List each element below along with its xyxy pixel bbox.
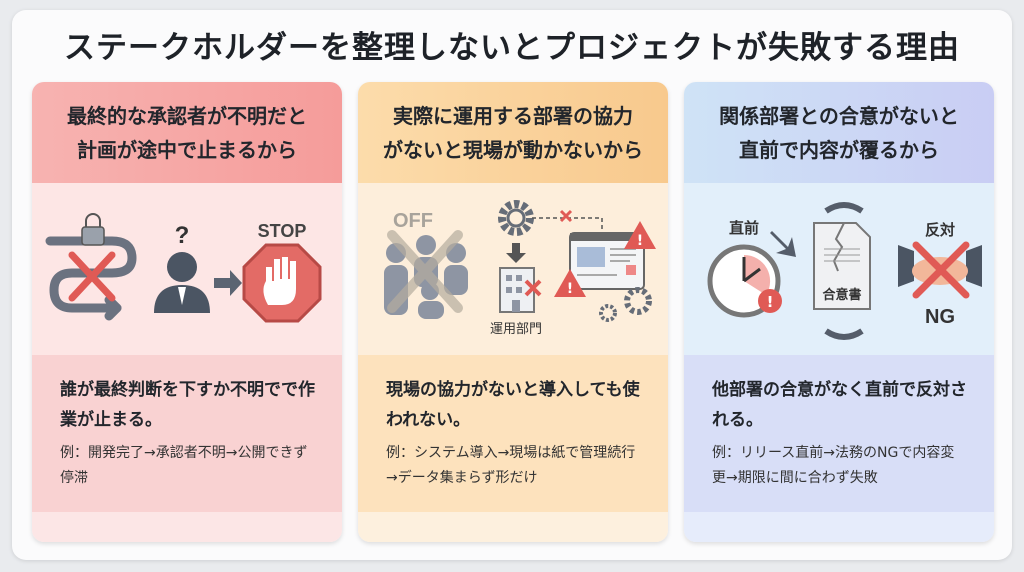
example-text: 例：開発完了→承認者不明→公開できず停滞 (60, 445, 308, 486)
svg-text:!: ! (767, 293, 774, 311)
main-point: 他部署の合意がなく直前で反対される。 (712, 380, 967, 430)
gear-icon (498, 200, 534, 236)
alert-icon: ! (758, 289, 782, 313)
lock-icon (81, 226, 105, 246)
card-text: 誰が最終判断を下すか不明でで作業が止まる。 例：開発完了→承認者不明→公開できず… (32, 355, 342, 512)
arrow-icon (214, 270, 242, 296)
down-arrow-icon (506, 243, 526, 263)
torn-document-icon (813, 222, 871, 310)
main-point: 現場の協力がないと導入しても使われない。 (386, 380, 640, 430)
agreement-label: 合意書 (822, 287, 861, 303)
handshake-icon (898, 245, 982, 287)
illustration: 直前 ! 合意書 反対 NG (684, 183, 994, 355)
card-text: 他部署の合意がなく直前で反対される。 例：リリース直前→法務のNGで内容変更→期… (684, 355, 994, 512)
main-point: 誰が最終判断を下すか不明でで作業が止まる。 (60, 380, 315, 430)
example-text: 例：システム導入→現場は紙で管理続行→データ集まらず形だけ (386, 445, 636, 486)
illustration: ? STOP (32, 183, 342, 355)
heading-line: 最終的な承認者が不明だと (67, 103, 307, 128)
cycle-arrows-icon (824, 202, 864, 340)
warning-icon: ! (554, 269, 586, 297)
before-label: 直前 (729, 219, 759, 237)
reason-card-operations: 実際に運用する部署の協力がないと現場が動かないから OFF 運用部門 ! ! 現… (358, 82, 668, 542)
heading-line: 実際に運用する部署の協力 (393, 103, 633, 128)
confused-person-icon: ? (154, 222, 210, 313)
warning-icon: ! (624, 221, 656, 249)
x-mark-icon (68, 251, 116, 302)
card-text: 現場の協力がないと導入しても使われない。 例：システム導入→現場は紙で管理続行→… (358, 355, 668, 512)
card-footer (32, 512, 342, 542)
svg-text:!: ! (567, 281, 573, 297)
heading-line: がないと現場が動かないから (383, 137, 643, 162)
card-heading: 最終的な承認者が不明だと計画が途中で止まるから (32, 82, 342, 183)
card-heading: 実際に運用する部署の協力がないと現場が動かないから (358, 82, 668, 183)
card-footer (358, 512, 668, 542)
heading-line: 計画が途中で止まるから (77, 137, 297, 162)
gear-icon (599, 287, 652, 322)
heading-line: 直前で内容が覆るから (739, 137, 939, 162)
reason-card-approver: 最終的な承認者が不明だと計画が途中で止まるから ? STOP 誰が最終判断を下す… (32, 82, 342, 542)
heading-line: 関係部署との合意がないと (719, 103, 959, 128)
svg-text:?: ? (175, 222, 190, 249)
reason-card-agreement: 関係部署との合意がないと直前で内容が覆るから 直前 ! 合意書 反対 NG 他部… (684, 82, 994, 542)
illustration: OFF 運用部門 ! ! (358, 183, 668, 355)
off-label: OFF (393, 210, 433, 232)
card-heading: 関係部署との合意がないと直前で内容が覆るから (684, 82, 994, 183)
ng-label: NG (925, 306, 955, 328)
stop-label: STOP (258, 221, 307, 241)
card-footer (684, 512, 994, 542)
page-title: ステークホルダーを整理しないとプロジェクトが失敗する理由 (64, 30, 960, 66)
svg-text:!: ! (637, 233, 643, 249)
dept-label: 運用部門 (490, 322, 542, 337)
example-text: 例：リリース直前→法務のNGで内容変更→期限に間に合わず失敗 (712, 445, 955, 486)
oppose-label: 反対 (925, 221, 955, 239)
